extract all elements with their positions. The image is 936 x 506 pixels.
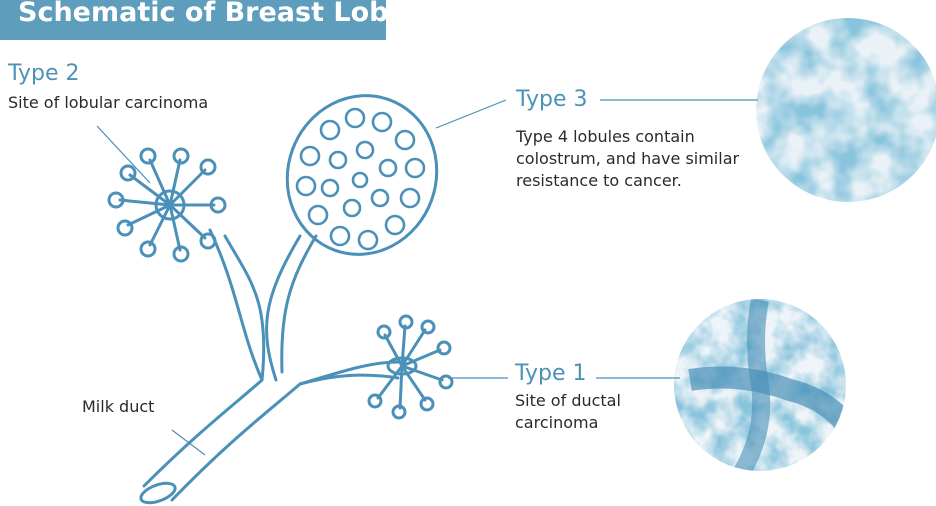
type2-caption: Site of lobular carcinoma [8, 93, 209, 112]
type1-lobule [367, 314, 454, 420]
milk-duct-tree [139, 228, 400, 505]
type2-heading: Type 2 [8, 61, 80, 86]
type2-lobule [107, 147, 227, 263]
page-title: Schematic of Breast Lobules [18, 0, 386, 28]
type3-micrograph [756, 18, 936, 202]
type3-heading: Type 3 [516, 87, 588, 112]
type1-caption-line1: Site of ductal [515, 391, 621, 410]
type1-micrograph [674, 299, 846, 471]
leader-lines [96, 99, 758, 456]
type2-leader [96, 125, 151, 184]
type3-lobule [285, 94, 439, 256]
type3-caption-line1: Type 4 lobules contain [516, 127, 695, 146]
milk-duct-label: Milk duct [82, 397, 155, 416]
type3-leader-a [435, 99, 507, 129]
type3-caption-line2: colostrum, and have similar [516, 149, 740, 168]
type1-caption-line2: carcinoma [515, 413, 599, 432]
type1-heading: Type 1 [515, 361, 587, 386]
title-banner: Schematic of Breast Lobules [0, 0, 386, 40]
type3-caption-line3: resistance to cancer. [516, 171, 682, 190]
